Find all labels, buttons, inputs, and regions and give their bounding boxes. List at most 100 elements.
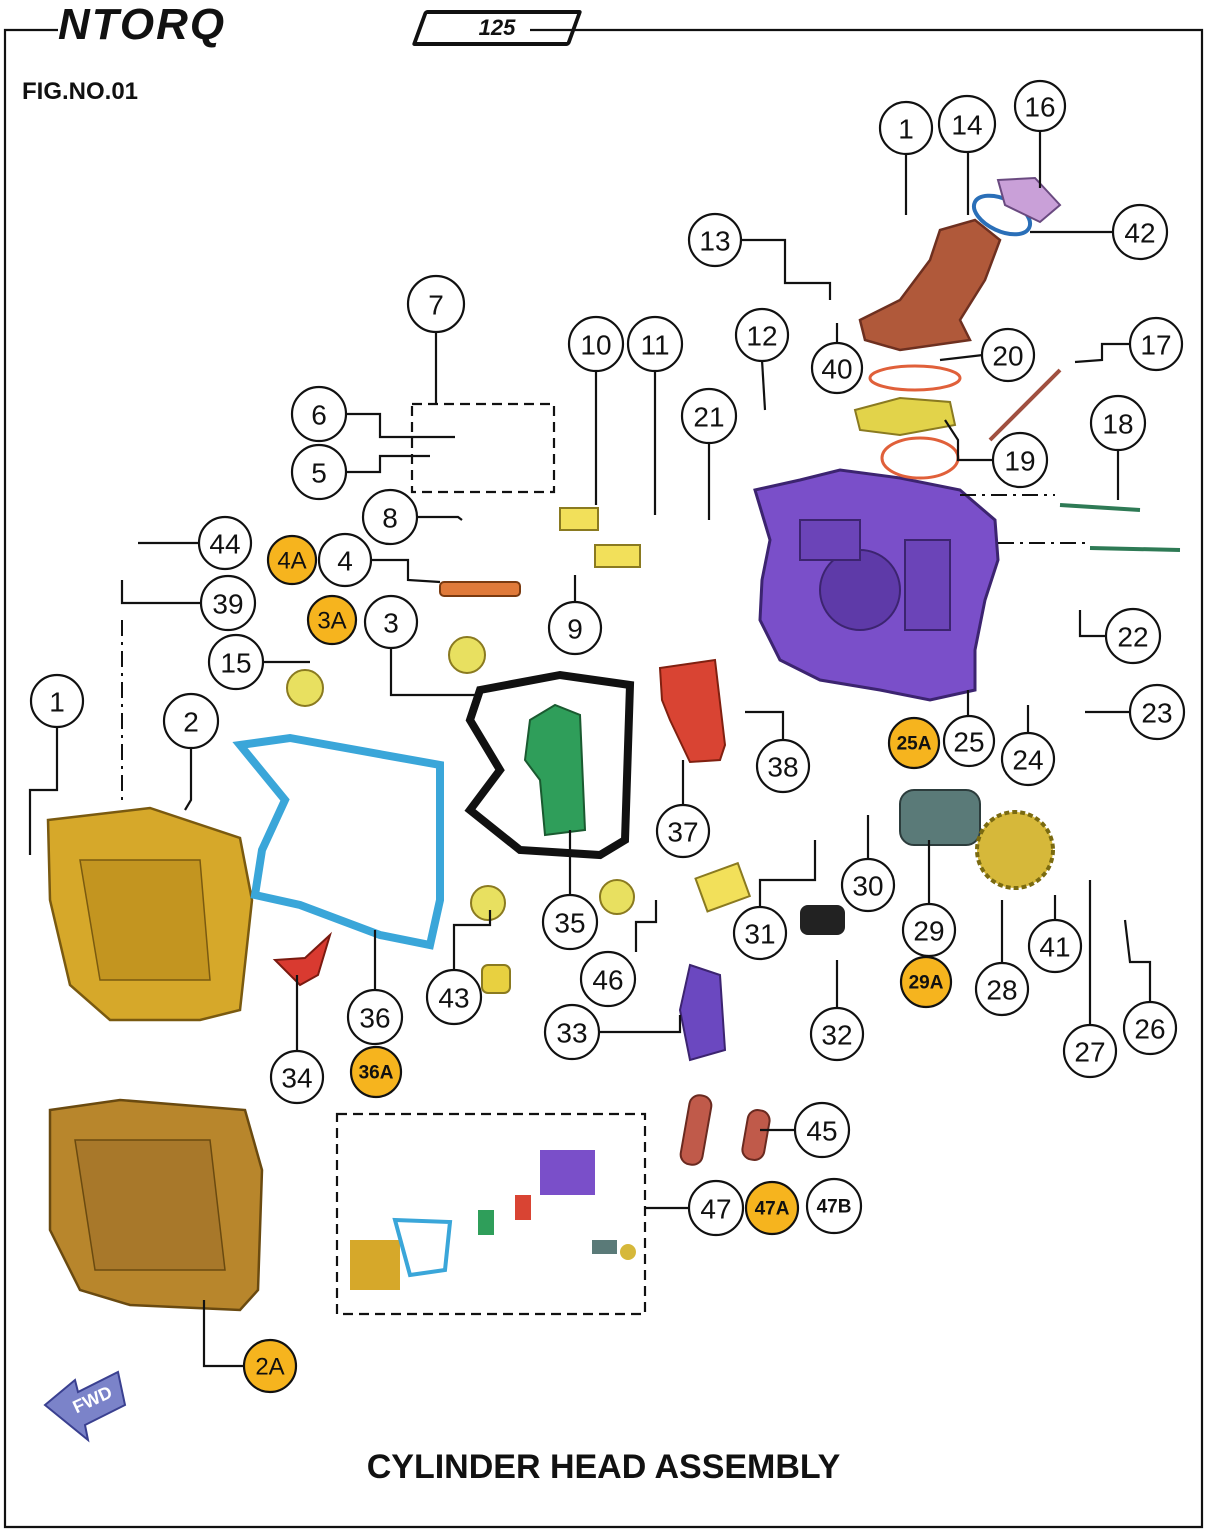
callout-label: 29 bbox=[913, 916, 944, 947]
callout-label: 19 bbox=[1004, 446, 1035, 477]
brand-model: 125 bbox=[478, 15, 516, 40]
diagram-title: CYLINDER HEAD ASSEMBLY bbox=[366, 1448, 841, 1486]
callout-label: 35 bbox=[554, 908, 585, 939]
callout-label: 46 bbox=[592, 965, 623, 996]
callout-label: 2A bbox=[255, 1354, 284, 1381]
callout-27: 27 bbox=[1062, 1023, 1118, 1079]
camshaft-part bbox=[899, 789, 981, 846]
head-cover-part bbox=[46, 806, 254, 1022]
callout-3: 3 bbox=[363, 594, 419, 650]
callout-44: 44 bbox=[197, 515, 253, 571]
frame bbox=[3, 28, 1204, 1529]
green-plate-part bbox=[523, 703, 587, 837]
callout-13: 13 bbox=[687, 212, 743, 268]
callout-7: 7 bbox=[406, 274, 466, 334]
callout-36a: 36A bbox=[349, 1045, 403, 1099]
brand-model-badge: 125 bbox=[411, 10, 583, 46]
callout-4a: 4A bbox=[266, 534, 318, 586]
callout-32: 32 bbox=[809, 1006, 865, 1062]
callout-label: 33 bbox=[556, 1018, 587, 1049]
callout-37: 37 bbox=[655, 803, 711, 859]
callout-label: 11 bbox=[640, 330, 669, 361]
valve-part bbox=[1059, 503, 1141, 512]
callout-label: 21 bbox=[693, 402, 724, 433]
manifold-gasket-part bbox=[868, 364, 962, 392]
callout-35: 35 bbox=[541, 893, 599, 951]
intake-manifold-part bbox=[858, 176, 1062, 352]
callout-label: 16 bbox=[1024, 92, 1055, 123]
callout-43: 43 bbox=[425, 968, 483, 1026]
assembly-inset-thumbnail bbox=[350, 1150, 636, 1290]
black-gasket-part bbox=[464, 670, 635, 860]
callout-41: 41 bbox=[1027, 918, 1083, 974]
valve-spring-part bbox=[694, 861, 752, 913]
callout-36: 36 bbox=[346, 988, 404, 1046]
callout-1: 1 bbox=[29, 673, 85, 729]
pin-part bbox=[679, 1094, 713, 1166]
callout-label: 45 bbox=[806, 1116, 837, 1147]
callout-20: 20 bbox=[980, 327, 1036, 383]
valve-spring-part bbox=[594, 544, 641, 568]
callout-label: 3 bbox=[383, 608, 399, 639]
callout-label: 12 bbox=[746, 321, 777, 352]
cam-sprocket-part bbox=[975, 810, 1055, 890]
callout-label: 1 bbox=[49, 687, 65, 718]
callout-14: 14 bbox=[937, 94, 997, 154]
callout-16: 16 bbox=[1013, 79, 1067, 133]
callout-label: 30 bbox=[852, 871, 883, 902]
callout-label: 15 bbox=[220, 648, 251, 679]
red-plate-part bbox=[658, 658, 727, 764]
cap-part bbox=[470, 885, 506, 921]
callout-label: 32 bbox=[821, 1020, 852, 1051]
callout-40: 40 bbox=[810, 341, 864, 395]
callout-45: 45 bbox=[793, 1101, 851, 1159]
callout-29: 29 bbox=[901, 902, 957, 958]
cap-part bbox=[448, 636, 486, 674]
callout-2a: 2A bbox=[242, 1338, 298, 1394]
callout-label: 47A bbox=[755, 1199, 790, 1220]
callout-19: 19 bbox=[991, 431, 1049, 489]
callout-30: 30 bbox=[840, 857, 896, 913]
valve-part bbox=[988, 368, 1062, 442]
callout-label: 5 bbox=[311, 458, 327, 489]
spark-plug-part bbox=[439, 581, 521, 597]
callout-label: 4A bbox=[277, 548, 306, 575]
callout-label: 18 bbox=[1102, 409, 1133, 440]
callout-26: 26 bbox=[1122, 1000, 1178, 1056]
callout-label: 1 bbox=[898, 114, 914, 145]
callout-label: 7 bbox=[428, 290, 444, 321]
callout-label: 20 bbox=[992, 341, 1023, 372]
callout-25a: 25A bbox=[887, 716, 941, 770]
callout-23: 23 bbox=[1128, 683, 1186, 741]
callout-47b: 47B bbox=[805, 1177, 863, 1235]
callout-label: 42 bbox=[1124, 218, 1155, 249]
rocker-bracket-part bbox=[678, 963, 727, 1062]
callout-label: 28 bbox=[986, 975, 1017, 1006]
callout-38: 38 bbox=[755, 738, 811, 794]
callout-21: 21 bbox=[680, 387, 738, 445]
callout-2: 2 bbox=[162, 692, 220, 750]
callout-label: 10 bbox=[580, 330, 611, 361]
callout-label: 41 bbox=[1039, 932, 1070, 963]
figure-number: FIG.NO.01 bbox=[22, 78, 139, 105]
breather-pipe-part bbox=[272, 931, 333, 987]
callout-9: 9 bbox=[547, 600, 603, 656]
assembly-inset-frame bbox=[335, 1112, 647, 1316]
callout-22: 22 bbox=[1104, 607, 1162, 665]
callout-label: 43 bbox=[438, 983, 469, 1014]
cap-part bbox=[481, 964, 511, 994]
fwd-arrow-icon: FWD bbox=[43, 1370, 127, 1443]
callout-label: 13 bbox=[699, 226, 730, 257]
callout-label: 37 bbox=[667, 817, 698, 848]
head-cover-alt-part bbox=[48, 1098, 264, 1312]
callout-39: 39 bbox=[199, 574, 257, 632]
callout-1: 1 bbox=[878, 100, 934, 156]
callout-label: 14 bbox=[951, 110, 982, 141]
callout-46: 46 bbox=[579, 950, 637, 1008]
callout-29a: 29A bbox=[899, 955, 953, 1009]
part-7-group-frame bbox=[410, 402, 556, 494]
callout-6: 6 bbox=[290, 385, 348, 443]
callout-label: 44 bbox=[209, 529, 240, 560]
callout-34: 34 bbox=[269, 1049, 325, 1105]
callout-label: 4 bbox=[337, 546, 353, 577]
